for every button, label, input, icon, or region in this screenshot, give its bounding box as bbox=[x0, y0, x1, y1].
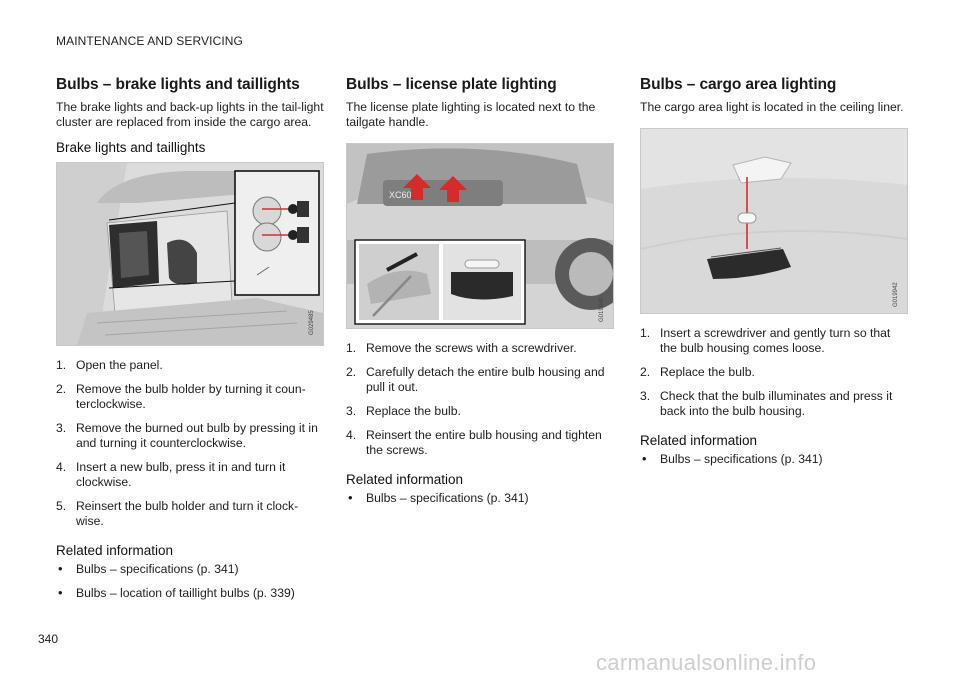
section-lead: The brake lights and back-up lights in t… bbox=[56, 100, 324, 129]
running-header: MAINTENANCE AND SERVICING bbox=[56, 34, 243, 48]
cargo-area-illustration bbox=[57, 163, 323, 345]
related-link[interactable]: •Bulbs – specifications (p. 341) bbox=[348, 490, 529, 505]
subheading: Brake lights and taillights bbox=[56, 140, 206, 155]
watermark: carmanualsonline.info bbox=[596, 650, 817, 675]
section-brake-lights: Bulbs – brake lights and taillights The … bbox=[56, 76, 324, 610]
figure-cargo-light: G019942 bbox=[640, 128, 908, 314]
svg-text:XC60: XC60 bbox=[389, 190, 412, 200]
section-title: Bulbs – brake lights and taillights bbox=[56, 76, 300, 93]
figure-code: G029485 bbox=[309, 310, 315, 335]
ceiling-light-illustration bbox=[641, 129, 907, 313]
related-list: •Bulbs – specifications (p. 341) bbox=[346, 490, 614, 506]
list-item: 3.Replace the bulb. bbox=[346, 404, 461, 418]
related-link[interactable]: •Bulbs – location of taillight bulbs (p.… bbox=[58, 585, 295, 600]
list-item: 2.Remove the bulb holder by turning it c… bbox=[56, 382, 306, 411]
list-item: 4.Insert a new bulb, press it in and tur… bbox=[56, 460, 286, 489]
figure-code: G019940 bbox=[599, 297, 605, 322]
bullet-icon: • bbox=[348, 490, 353, 505]
list-item: 1.Remove the screws with a screwdriver. bbox=[346, 341, 577, 355]
section-lead: The license plate lighting is located ne… bbox=[346, 100, 596, 129]
steps-list: 1.Open the panel. 2.Remove the bulb hold… bbox=[56, 358, 324, 529]
section-license-plate: Bulbs – license plate lighting The licen… bbox=[346, 76, 614, 515]
list-item: 2.Carefully detach the entire bulb housi… bbox=[346, 365, 605, 394]
list-item: 1.Open the panel. bbox=[56, 358, 163, 372]
section-cargo-area: Bulbs – cargo area lighting The cargo ar… bbox=[640, 76, 910, 476]
section-title: Bulbs – cargo area lighting bbox=[640, 76, 837, 93]
list-item: 4.Reinsert the entire bulb housing and t… bbox=[346, 428, 602, 457]
bullet-icon: • bbox=[58, 585, 63, 600]
tailgate-illustration: XC60 bbox=[347, 144, 613, 328]
list-item: 3.Remove the burned out bulb by pressing… bbox=[56, 421, 318, 450]
bullet-icon: • bbox=[58, 561, 63, 576]
steps-list: 1.Insert a screwdriver and gently turn s… bbox=[640, 326, 910, 419]
related-heading: Related information bbox=[640, 433, 758, 448]
steps-list: 1.Remove the screws with a screwdriver. … bbox=[346, 341, 614, 458]
figure-brake-lights: G029485 bbox=[56, 162, 324, 346]
list-item: 2.Replace the bulb. bbox=[640, 365, 755, 379]
page-number: 340 bbox=[38, 632, 59, 646]
list-item: 5.Reinsert the bulb holder and turn it c… bbox=[56, 499, 299, 528]
list-item: 3.Check that the bulb illuminates and pr… bbox=[640, 389, 893, 418]
figure-code: G019942 bbox=[893, 282, 899, 307]
list-item: 1.Insert a screwdriver and gently turn s… bbox=[640, 326, 891, 355]
related-heading: Related information bbox=[56, 543, 174, 558]
related-list: •Bulbs – specifications (p. 341) •Bulbs … bbox=[56, 561, 324, 601]
section-lead: The cargo area light is located in the c… bbox=[640, 100, 904, 114]
related-heading: Related information bbox=[346, 472, 464, 487]
related-link[interactable]: •Bulbs – specifications (p. 341) bbox=[642, 451, 823, 466]
related-link[interactable]: •Bulbs – specifications (p. 341) bbox=[58, 561, 239, 576]
related-list: •Bulbs – specifications (p. 341) bbox=[640, 451, 910, 467]
bullet-icon: • bbox=[642, 451, 647, 466]
section-title: Bulbs – license plate lighting bbox=[346, 76, 557, 93]
figure-license-plate: XC60 G019940 bbox=[346, 143, 614, 329]
